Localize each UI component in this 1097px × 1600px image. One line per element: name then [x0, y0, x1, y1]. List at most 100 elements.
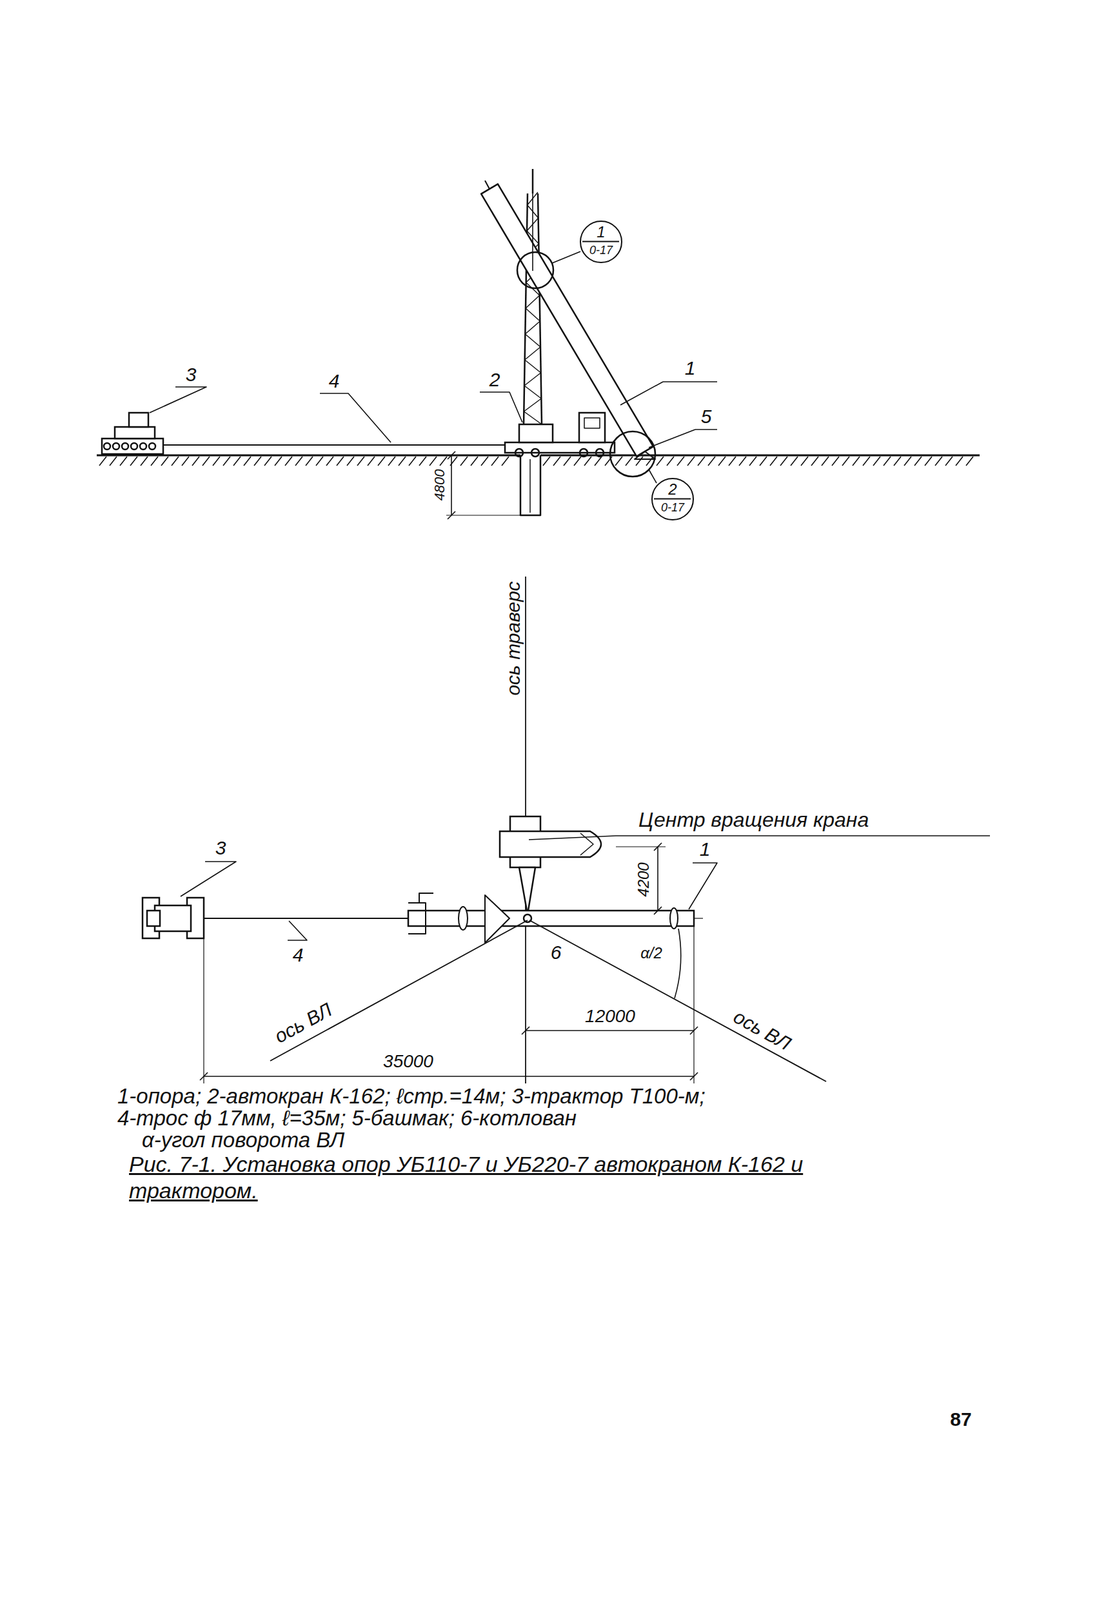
- ground-hatch: [904, 456, 912, 466]
- ground-hatch: [460, 456, 468, 466]
- ground-hatch: [615, 456, 623, 466]
- ground-hatch: [842, 456, 850, 466]
- ground-hatch: [770, 456, 778, 466]
- track-wheel: [130, 443, 138, 450]
- ground-hatch: [543, 456, 551, 466]
- callout-number: 3: [185, 363, 197, 386]
- ground-hatch: [966, 456, 974, 466]
- track-wheel: [139, 443, 147, 450]
- ground-hatch: [491, 456, 499, 466]
- pole-plan-base: [408, 902, 426, 934]
- cab-window: [584, 417, 600, 429]
- ground-hatch: [656, 456, 664, 466]
- detail-number: 2: [652, 481, 693, 498]
- leader-line: [695, 428, 718, 431]
- ground-hatch: [419, 456, 427, 466]
- leader-line: [528, 835, 990, 840]
- ground-hatch: [501, 456, 509, 466]
- ground-hatch: [893, 456, 901, 466]
- ground-hatch: [470, 456, 478, 466]
- boom-lacing: [523, 398, 542, 412]
- boom-lacing: [524, 334, 541, 347]
- ground-hatch: [873, 456, 881, 466]
- angle-arc: [674, 928, 682, 999]
- leader-line: [688, 862, 718, 910]
- leader-line: [620, 381, 663, 406]
- crane-chassis: [504, 442, 615, 453]
- ground-hatch: [357, 456, 365, 466]
- sheet-reference: 0-17: [581, 244, 622, 257]
- extension-line: [693, 917, 703, 919]
- leader-line: [149, 386, 207, 413]
- angle-label: α/2: [640, 944, 663, 962]
- callout-number: 1: [684, 357, 696, 379]
- crane-turntable: [519, 424, 553, 443]
- pit-outline: [520, 455, 541, 516]
- ground-hatch: [429, 456, 437, 466]
- ground-hatch: [862, 456, 870, 466]
- detail-circle: [517, 252, 554, 289]
- extension-line: [693, 926, 694, 1084]
- detail-callout: 2 0-17: [651, 477, 694, 521]
- tractor-cab: [128, 412, 149, 427]
- dimension-tick: [521, 1026, 530, 1035]
- ground-hatch: [573, 456, 582, 466]
- leader-line: [479, 392, 523, 423]
- legend-note: 1-опора; 2-автокран К-162; ℓстр.=14м; 3-…: [117, 1084, 706, 1108]
- extension-line: [203, 938, 204, 1084]
- ground-hatch: [790, 456, 798, 466]
- tractor-body: [114, 426, 155, 439]
- tractor-track: [101, 438, 164, 455]
- boom-lacing: [524, 346, 541, 360]
- boom-chord: [537, 193, 542, 425]
- boom-lacing: [523, 411, 542, 425]
- pole-plan-body: [408, 910, 694, 927]
- pole-body: [481, 183, 654, 456]
- track-wheel: [148, 443, 156, 450]
- ground-hatch: [697, 456, 705, 466]
- ground-hatch: [254, 456, 262, 466]
- tractor-plan-cab: [147, 910, 160, 927]
- sheet-reference: 0-17: [652, 501, 693, 514]
- ground-hatch: [439, 456, 447, 466]
- dimension-label: 35000: [383, 1051, 434, 1072]
- ground-hatch: [883, 456, 891, 466]
- dimension-label: 4800: [432, 467, 448, 504]
- divider-line: [653, 498, 691, 500]
- ground-hatch: [718, 456, 726, 466]
- ground-hatch: [109, 456, 117, 466]
- pole-bolt: [670, 908, 678, 929]
- crane-plan-cab: [499, 831, 602, 858]
- dimension-tick: [653, 842, 662, 851]
- dimension-tick: [447, 511, 456, 520]
- ground-hatch: [914, 456, 922, 466]
- ground-hatch: [99, 456, 107, 466]
- crane-plan-boom: [519, 867, 536, 915]
- ground-hatch: [759, 456, 767, 466]
- ground-hatch: [295, 456, 303, 466]
- callout-number: 1: [699, 838, 711, 860]
- ground-hatch: [377, 456, 386, 466]
- ground-hatch: [594, 456, 602, 466]
- ground-hatch: [924, 456, 932, 466]
- crane-wheel: [531, 448, 540, 457]
- ground-hatch: [821, 456, 829, 466]
- ground-hatch: [316, 456, 324, 466]
- ground-hatch: [800, 456, 809, 466]
- pole-top: [484, 180, 490, 189]
- ground-hatch: [408, 456, 416, 466]
- extension-line: [446, 514, 521, 516]
- ground-hatch: [677, 456, 685, 466]
- ground-hatch: [346, 456, 355, 466]
- ground-hatch: [945, 456, 953, 466]
- callout-number: 2: [489, 368, 501, 391]
- dimension-tick: [653, 906, 662, 915]
- callout-leader: [648, 469, 657, 484]
- sling-line: [532, 193, 534, 271]
- ground-hatch: [181, 456, 189, 466]
- crane-wheel: [515, 448, 524, 457]
- boom-lacing: [524, 385, 542, 399]
- callout-number: 6: [550, 941, 562, 963]
- dimension-tick: [447, 451, 456, 460]
